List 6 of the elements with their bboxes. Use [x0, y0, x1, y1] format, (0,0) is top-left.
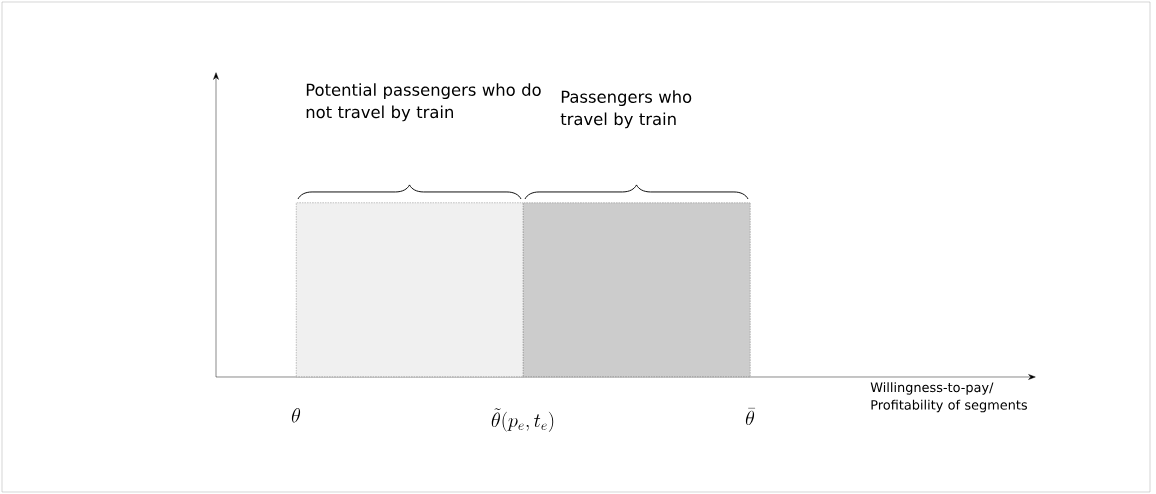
segment-heading: Potential passengers who do not travel by train — [306, 83, 541, 122]
axis-tick-label: $\theta$ — [291, 408, 301, 423]
axis-tick-label: $\bar{\theta}$ — [745, 407, 756, 426]
segment-heading: Passengers who travel by train — [560, 90, 692, 129]
axis-label: Willingness-to-pay/ Profitability of segments — [870, 382, 1027, 413]
axis-tick-label: $\tilde{\theta}(p_e,t_e)$ — [491, 408, 554, 432]
